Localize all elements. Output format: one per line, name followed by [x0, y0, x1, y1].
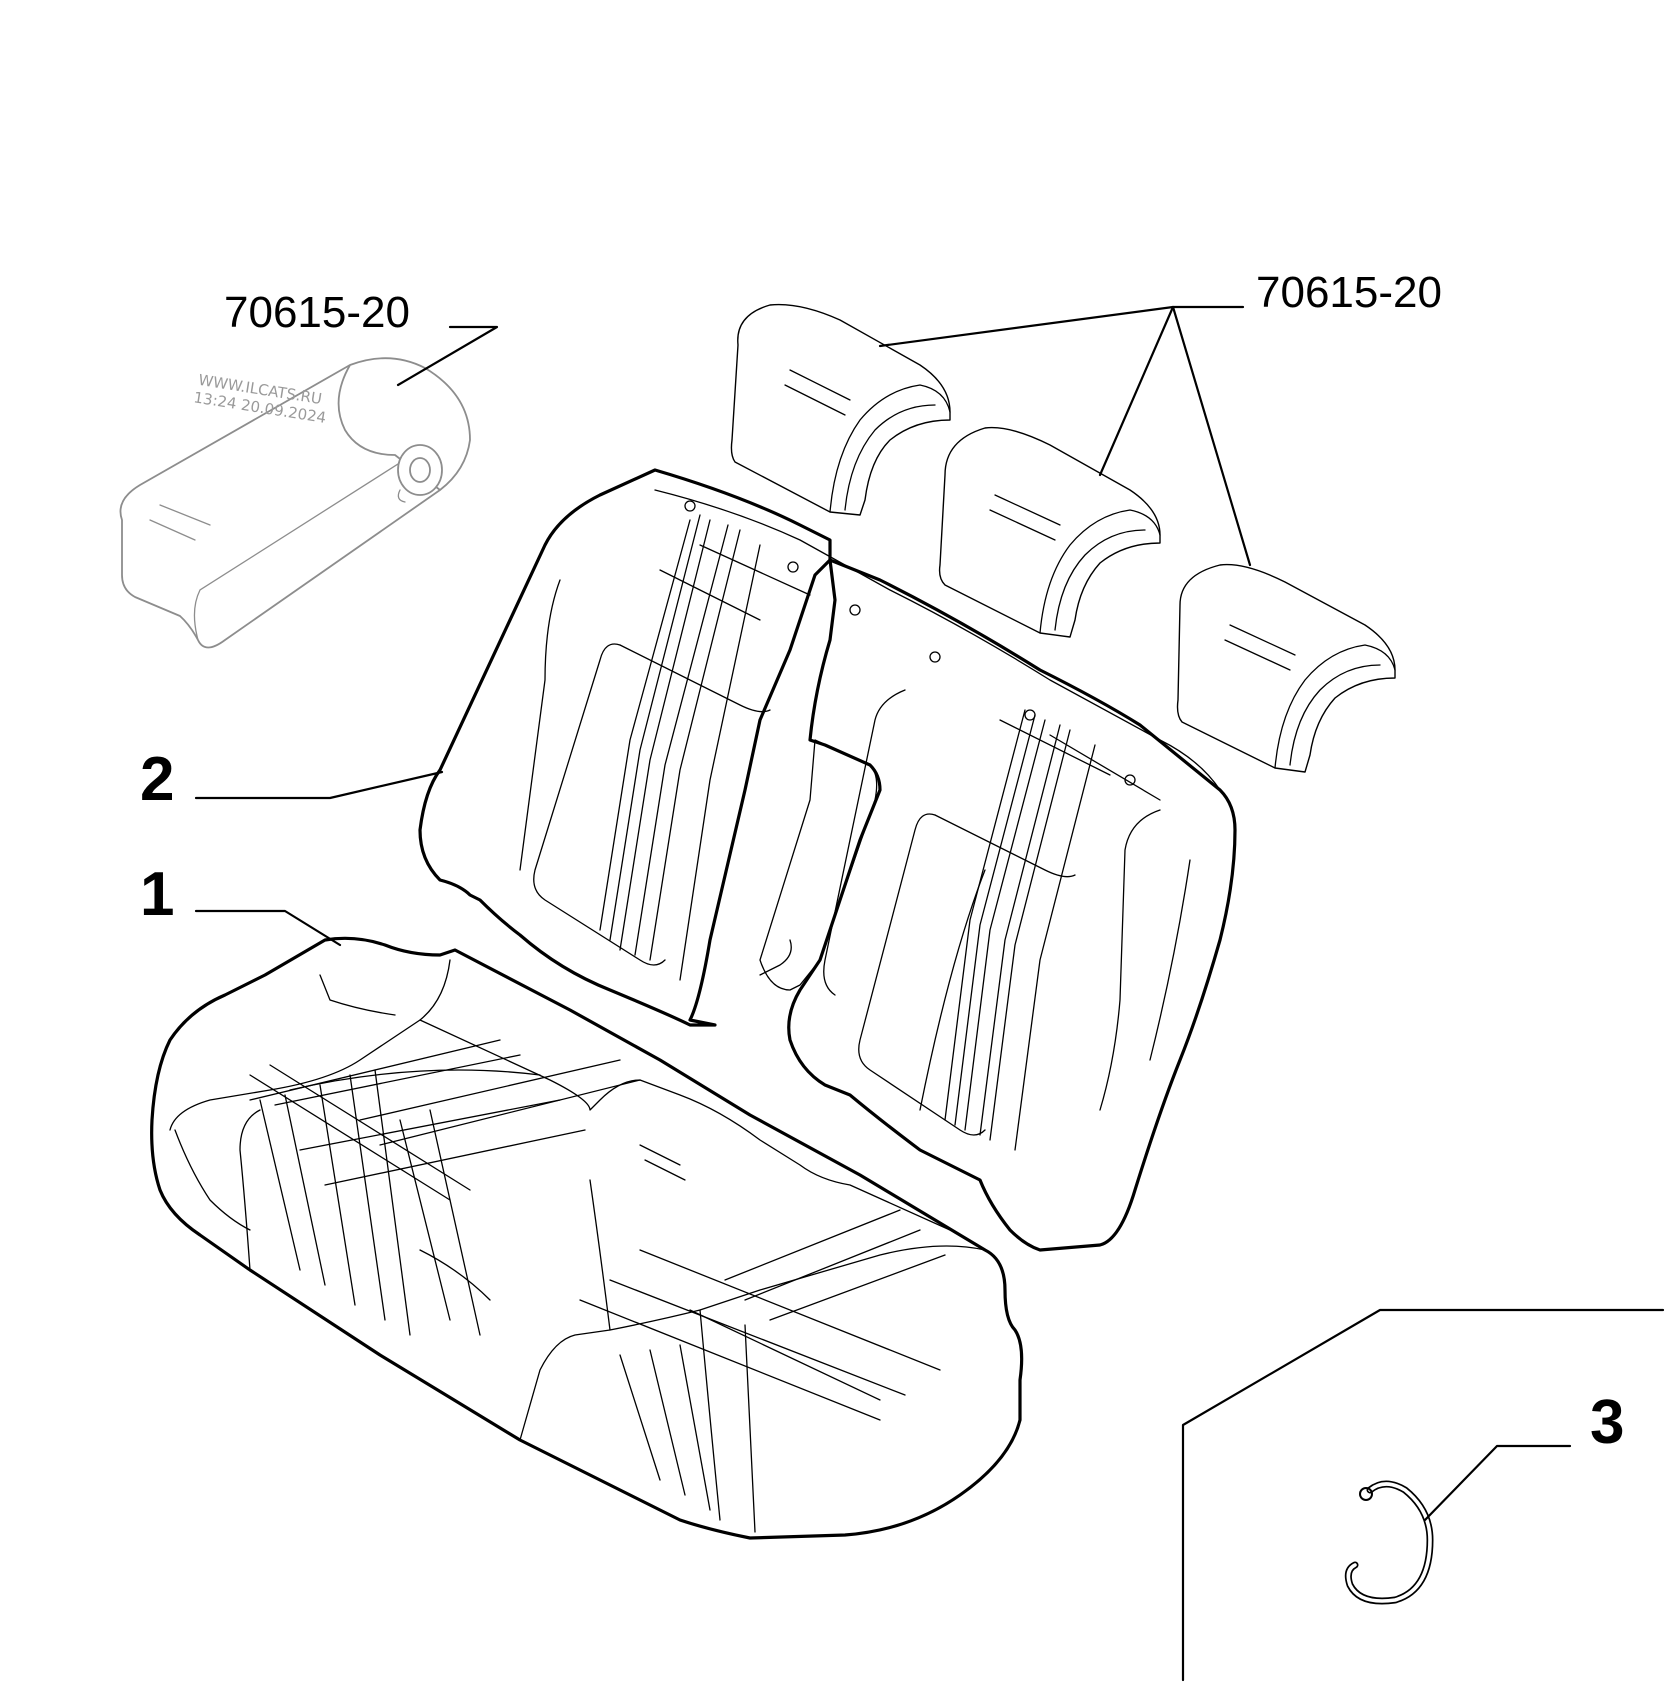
clip-inset [1181, 1308, 1665, 1682]
part-1-label: 1 [140, 860, 174, 929]
headrest-2 [938, 426, 1161, 638]
seat-cushion [150, 936, 1024, 1540]
part-3-label: 3 [1590, 1388, 1624, 1457]
headrests-right-ref-label: 70615-20 [1256, 268, 1442, 317]
headrest-3 [1176, 563, 1396, 773]
headrest-1 [730, 303, 951, 516]
left-headrest [119, 357, 471, 649]
part-2-label: 2 [140, 745, 174, 814]
leader-lines [194, 305, 1572, 1522]
headrest-left-ref-label: 70615-20 [224, 288, 410, 337]
seat-backrest [418, 468, 1237, 1252]
clip-part [1344, 1480, 1434, 1605]
